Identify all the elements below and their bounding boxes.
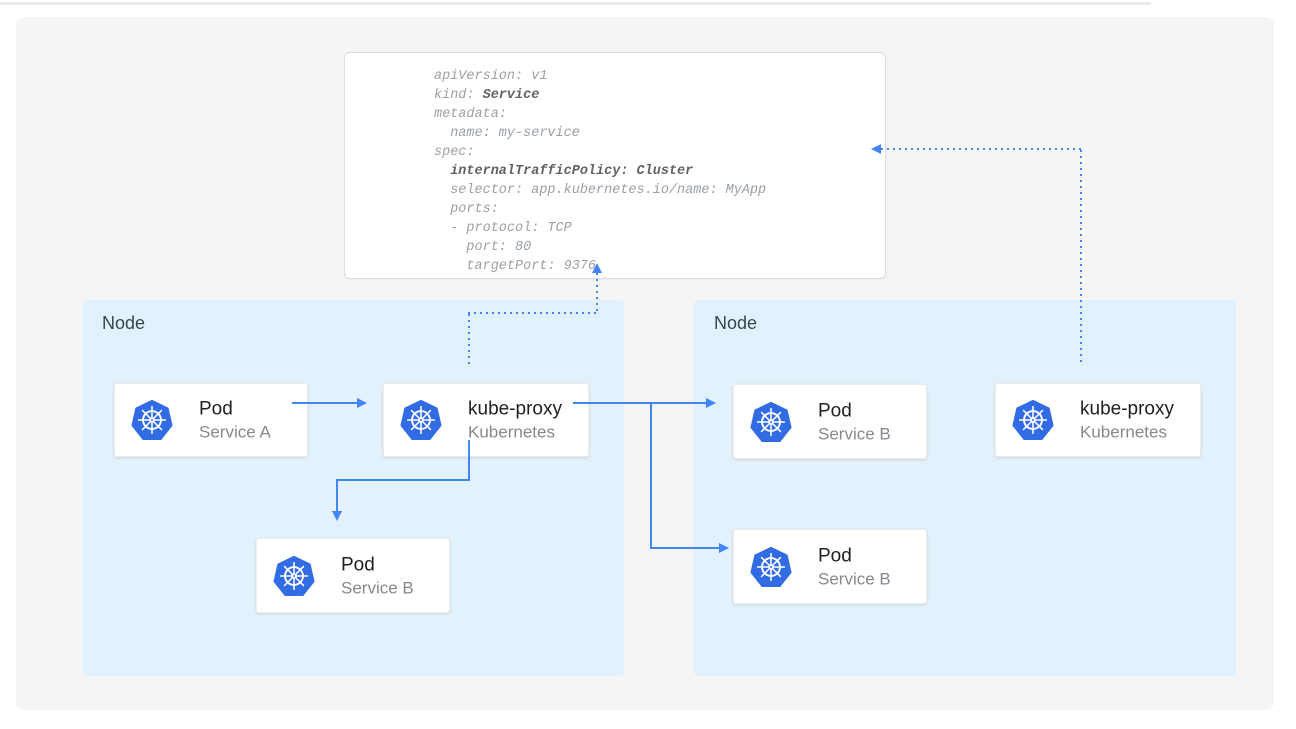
arrow-kube-proxy-to-pod-top-right-line bbox=[573, 402, 706, 404]
dotted-left-to-yaml-head bbox=[592, 263, 602, 273]
card-title: Pod bbox=[818, 545, 852, 566]
top-divider bbox=[0, 2, 1151, 5]
card-text: kube-proxy Kubernetes bbox=[1080, 397, 1174, 444]
kube-proxy-card-left: kube-proxy Kubernetes bbox=[383, 383, 589, 457]
card-text: Pod Service B bbox=[818, 398, 891, 445]
arrow-pod-a-to-kube-proxy-head bbox=[357, 398, 367, 408]
node-box-left: Node Pod Service A kube-proxy Kubernetes… bbox=[82, 300, 624, 676]
node-label-left: Node bbox=[102, 313, 146, 333]
dotted-left-horizontal-segment bbox=[468, 312, 598, 314]
kubernetes-icon bbox=[748, 399, 794, 445]
card-subtitle: Service A bbox=[199, 422, 271, 442]
yaml-line: apiVersion: v1 bbox=[434, 69, 548, 84]
pod-card-service-b-left: Pod Service B bbox=[256, 538, 450, 613]
yaml-line: ports: bbox=[434, 202, 499, 217]
yaml-code: apiVersion: v1 kind: Service metadata: nam… bbox=[434, 67, 766, 276]
arrow-branch-vertical bbox=[650, 403, 652, 548]
service-yaml-panel: apiVersion: v1 kind: Service metadata: nam… bbox=[344, 52, 886, 279]
node-label-right: Node bbox=[714, 313, 758, 333]
yaml-line: kind: Service bbox=[434, 88, 540, 103]
arrow-kube-proxy-to-pod-top-right-head bbox=[706, 398, 716, 408]
dotted-right-horizontal-segment bbox=[881, 148, 1081, 150]
arrow-kube-proxy-down-segment bbox=[468, 440, 470, 480]
card-subtitle: Service B bbox=[818, 569, 891, 588]
node-box-right: Node Pod Service B Pod Service B kube-pr… bbox=[694, 300, 1236, 676]
kube-proxy-card-right: kube-proxy Kubernetes bbox=[995, 383, 1201, 457]
dotted-left-to-yaml-segment bbox=[596, 273, 598, 312]
card-title: Pod bbox=[199, 398, 233, 420]
dotted-left-kube-proxy-up-segment bbox=[468, 314, 470, 366]
yaml-line: metadata: bbox=[434, 107, 507, 122]
card-subtitle: Kubernetes bbox=[468, 422, 555, 442]
kubernetes-icon bbox=[129, 397, 175, 443]
card-subtitle: Service B bbox=[818, 424, 891, 443]
kubernetes-icon bbox=[1010, 397, 1056, 443]
card-title: Pod bbox=[341, 554, 375, 575]
card-title: kube-proxy bbox=[1080, 398, 1174, 420]
kubernetes-icon bbox=[748, 544, 794, 590]
card-text: kube-proxy Kubernetes bbox=[468, 397, 562, 444]
arrow-branch-to-pod-bottom-right-line bbox=[650, 547, 719, 549]
arrow-branch-to-pod-bottom-right-head bbox=[719, 543, 729, 553]
yaml-line: name: my-service bbox=[434, 126, 580, 141]
yaml-line: port: 80 bbox=[434, 240, 532, 255]
card-text: Pod Service A bbox=[199, 397, 271, 444]
kubernetes-icon bbox=[271, 553, 317, 599]
card-title: kube-proxy bbox=[468, 398, 562, 420]
card-subtitle: Kubernetes bbox=[1080, 422, 1167, 442]
arrow-to-pod-b-left-head bbox=[332, 511, 342, 521]
kubernetes-icon bbox=[398, 397, 444, 443]
card-title: Pod bbox=[818, 400, 852, 421]
yaml-line: internalTrafficPolicy: Cluster bbox=[450, 164, 694, 179]
arrow-to-pod-b-left-segment bbox=[336, 481, 338, 512]
yaml-line: targetPort: 9376 bbox=[434, 259, 597, 274]
arrow-kube-proxy-left-segment bbox=[336, 479, 470, 481]
card-text: Pod Service B bbox=[341, 552, 414, 599]
yaml-line: selector: app.kubernetes.io/name: MyApp bbox=[434, 183, 767, 198]
yaml-line: spec: bbox=[434, 145, 475, 160]
dotted-right-kube-proxy-up-segment bbox=[1080, 150, 1082, 366]
dotted-right-to-yaml-head bbox=[871, 144, 881, 154]
pod-card-service-a: Pod Service A bbox=[114, 383, 308, 457]
yaml-line: - protocol: TCP bbox=[434, 221, 572, 236]
arrow-pod-a-to-kube-proxy-line bbox=[292, 402, 357, 404]
diagram-canvas: apiVersion: v1 kind: Service metadata: nam… bbox=[16, 17, 1274, 710]
pod-card-service-b-top-right: Pod Service B bbox=[733, 384, 927, 459]
card-subtitle: Service B bbox=[341, 578, 414, 597]
card-text: Pod Service B bbox=[818, 543, 891, 590]
pod-card-service-b-bottom-right: Pod Service B bbox=[733, 529, 927, 604]
